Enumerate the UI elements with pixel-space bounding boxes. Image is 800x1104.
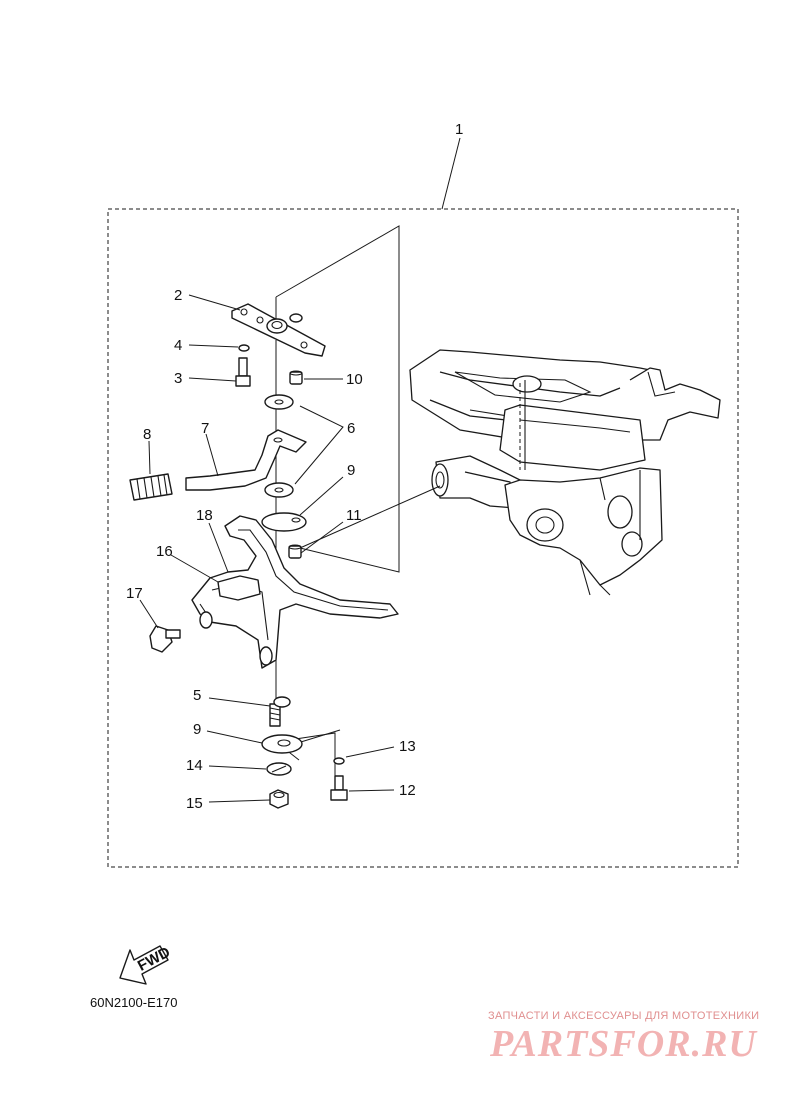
callout-2: 2 xyxy=(174,287,182,304)
diagram-code: 60N2100-E170 xyxy=(90,995,178,1010)
assembly-boundary xyxy=(107,208,739,868)
part-8-grip xyxy=(129,473,173,501)
part-9-wave-washer-upper xyxy=(261,512,307,532)
part-3-bolt xyxy=(235,357,251,387)
part-17-bolt xyxy=(149,625,181,653)
callout-3: 3 xyxy=(174,370,182,387)
callout-6: 6 xyxy=(347,420,355,437)
fwd-label: FWD xyxy=(135,944,173,975)
callout-12: 12 xyxy=(399,782,416,799)
part-15-nut xyxy=(269,789,289,809)
callout-18: 18 xyxy=(196,507,213,524)
part-6-washer-lower xyxy=(264,482,294,498)
part-2-bracket-plate xyxy=(231,303,326,357)
callout-17: 17 xyxy=(126,585,143,602)
engine-mount-bracket xyxy=(409,349,721,596)
callout-14: 14 xyxy=(186,757,203,774)
callout-7: 7 xyxy=(201,420,209,437)
callout-9-lower: 9 xyxy=(193,721,201,738)
part-13-washer xyxy=(333,757,345,765)
part-12-bolt xyxy=(330,775,348,801)
callout-4: 4 xyxy=(174,337,182,354)
callout-9-upper: 9 xyxy=(347,462,355,479)
watermark-brand[interactable]: PARTSFOR.RU xyxy=(490,1023,757,1065)
callout-13: 13 xyxy=(399,738,416,755)
callout-15: 15 xyxy=(186,795,203,812)
callout-8: 8 xyxy=(143,426,151,443)
assembly-lines xyxy=(275,137,461,780)
watermark-tagline: ЗАПЧАСТИ И АКСЕССУАРЫ ДЛЯ МОТОТЕХНИКИ xyxy=(488,1010,760,1022)
part-4-washer xyxy=(238,344,250,352)
part-6-washer-upper xyxy=(264,394,294,410)
part-11-collar xyxy=(288,544,302,559)
callout-1: 1 xyxy=(455,121,463,138)
part-18-friction-plate xyxy=(217,575,261,601)
part-16-friction-bracket xyxy=(191,515,399,669)
fwd-arrow-icon: FWD xyxy=(119,944,173,985)
part-7-lever xyxy=(185,429,307,491)
part-10-collar xyxy=(289,370,303,385)
part-14-washer xyxy=(266,762,292,776)
callout-16: 16 xyxy=(156,543,173,560)
part-5-screw xyxy=(269,696,291,727)
callout-10: 10 xyxy=(346,371,363,388)
callout-11: 11 xyxy=(346,507,362,524)
callout-5: 5 xyxy=(193,687,201,704)
part-9-washer-lower xyxy=(261,734,303,754)
